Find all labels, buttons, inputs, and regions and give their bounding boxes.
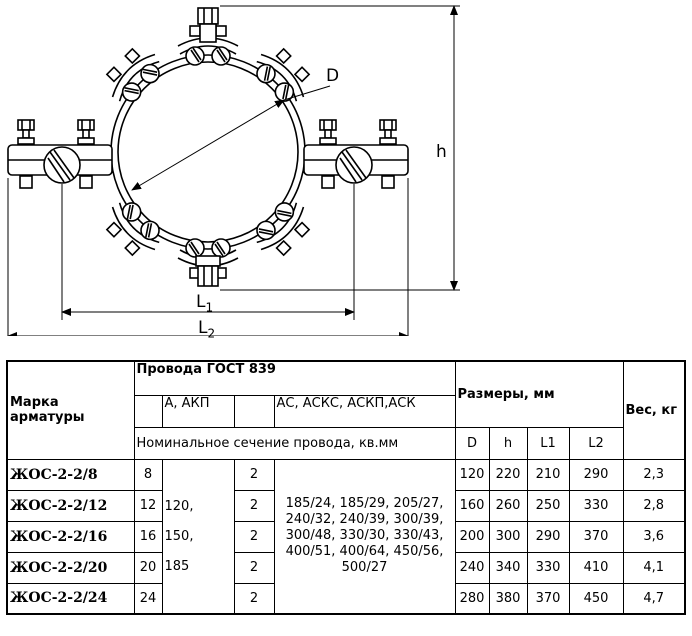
bottom-bolt — [195, 255, 221, 287]
header-l1: L1 — [526, 426, 570, 460]
row-weight: 4,7 — [622, 582, 686, 615]
dimension-label-l2: L2 — [198, 318, 216, 341]
row-l2: 370 — [568, 520, 624, 553]
header-weight: Вес, кг — [622, 360, 686, 460]
row-d: 160 — [454, 489, 490, 522]
row-l2: 330 — [568, 489, 624, 522]
row-count: 2 — [233, 551, 275, 584]
row-count: 2 — [233, 489, 275, 522]
row-d: 200 — [454, 520, 490, 553]
row-n: 20 — [133, 551, 163, 584]
height-dimension — [220, 5, 460, 291]
row-d: 120 — [454, 458, 490, 491]
row-count: 2 — [233, 582, 275, 615]
row-l2: 410 — [568, 551, 624, 584]
table-row: ЖОС-2-2/24 24 2 280 380 370 450 4,7 — [6, 582, 686, 615]
table-header-row-2: А, АКП АС, АСКС, АСКП,АСК — [7, 394, 685, 428]
header-dimensions: Размеры, мм — [454, 360, 624, 428]
table-header-row-1: Марка арматуры Провода ГОСТ 839 Размеры,… — [6, 360, 686, 460]
row-mark: ЖОС-2-2/20 — [6, 551, 135, 584]
row-mark: ЖОС-2-2/16 — [6, 520, 135, 553]
row-l2: 290 — [568, 458, 624, 491]
row-weight: 2,3 — [622, 458, 686, 491]
row-n: 12 — [133, 489, 163, 522]
left-wire-clamp — [7, 119, 113, 189]
dimension-label-h: h — [436, 142, 447, 162]
header-l2: L2 — [568, 426, 624, 460]
spec-table: Марка арматуры Провода ГОСТ 839 Размеры,… — [6, 360, 686, 615]
right-wire-clamp — [303, 119, 409, 189]
row-count: 2 — [233, 458, 275, 491]
header-nominal-section: Номинальное сечение провода, кв.мм — [133, 426, 456, 460]
header-wires-gost: Провода ГОСТ 839 — [133, 360, 456, 396]
ring-clamps — [97, 25, 319, 279]
row-l1: 330 — [526, 551, 570, 584]
a-sections: 120, 150, 185 — [161, 458, 235, 615]
row-l1: 210 — [526, 458, 570, 491]
table-row: ЖОС-2-2/8 8 120, 150, 185 2 185/24, 185/… — [6, 458, 686, 615]
row-weight: 2,8 — [622, 489, 686, 522]
header-blank-2 — [233, 394, 275, 428]
row-mark: ЖОС-2-2/24 — [6, 582, 135, 615]
row-n: 8 — [133, 458, 163, 491]
spacer-technical-drawing — [7, 5, 460, 336]
main-ring — [110, 54, 306, 250]
row-n: 16 — [133, 520, 163, 553]
row-h: 220 — [488, 458, 528, 491]
header-h: h — [488, 426, 528, 460]
as-sections: 185/24, 185/29, 205/27, 240/32, 240/39, … — [273, 458, 456, 615]
row-weight: 4,1 — [622, 551, 686, 584]
table-row: ЖОС-2-2/16 16 2 200 300 290 370 3,6 — [6, 520, 686, 553]
l2-subscript: 2 — [207, 326, 216, 341]
row-l1: 250 — [526, 489, 570, 522]
dimension-label-d: D — [326, 66, 340, 86]
header-d: D — [454, 426, 490, 460]
row-h: 260 — [488, 489, 528, 522]
row-h: 380 — [488, 582, 528, 615]
row-d: 240 — [454, 551, 490, 584]
row-n: 24 — [133, 582, 163, 615]
l1-subscript: 1 — [205, 300, 214, 315]
row-weight: 3,6 — [622, 520, 686, 553]
header-blank-1 — [133, 394, 163, 428]
table-row: ЖОС-2-2/20 20 2 240 340 330 410 4,1 — [6, 551, 686, 584]
table-header-row-3: Номинальное сечение провода, кв.мм D h L… — [7, 426, 685, 460]
row-mark: ЖОС-2-2/12 — [6, 489, 135, 522]
header-wire-type-as: АС, АСКС, АСКП,АСК — [273, 394, 456, 428]
header-mark: Марка арматуры — [6, 360, 135, 460]
diameter-dimension — [131, 85, 331, 191]
row-count: 2 — [233, 520, 275, 553]
row-l1: 370 — [526, 582, 570, 615]
dimension-label-l1: L1 — [196, 292, 214, 315]
l1-dimension — [61, 184, 355, 320]
row-l1: 290 — [526, 520, 570, 553]
row-mark: ЖОС-2-2/8 — [6, 458, 135, 491]
row-d: 280 — [454, 582, 490, 615]
l2-dimension — [7, 178, 409, 336]
row-l2: 450 — [568, 582, 624, 615]
top-bolt — [197, 7, 219, 43]
header-wire-type-a: А, АКП — [161, 394, 235, 428]
row-h: 300 — [488, 520, 528, 553]
row-h: 340 — [488, 551, 528, 584]
table-row: ЖОС-2-2/12 12 2 160 260 250 330 2,8 — [6, 489, 686, 522]
